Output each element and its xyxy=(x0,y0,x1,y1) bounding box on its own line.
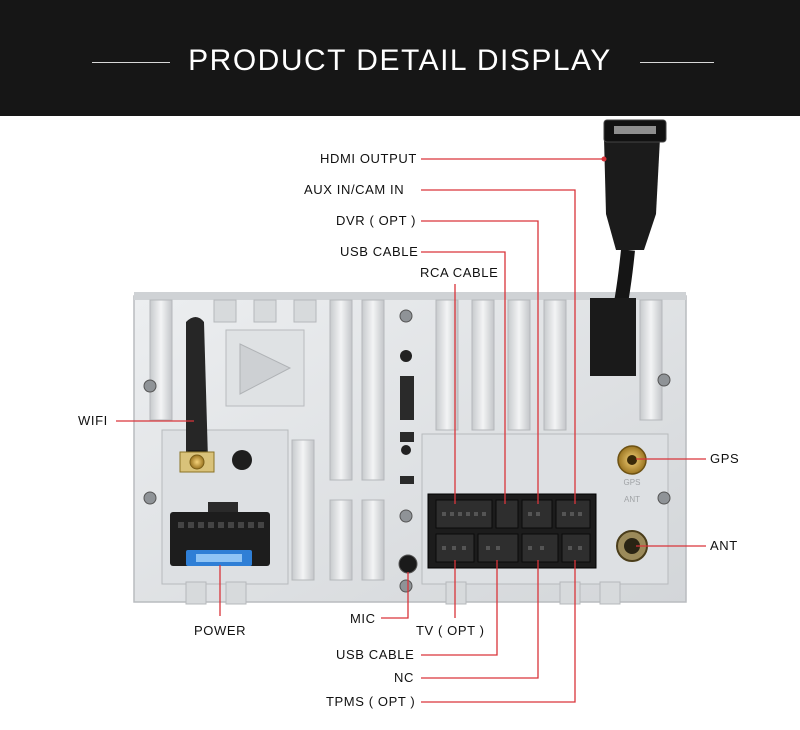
power-connector xyxy=(170,502,270,566)
label-dvr-opt: DVR ( OPT ) xyxy=(336,213,417,228)
label-gps: GPS xyxy=(710,451,740,466)
gps-port-marking: GPS xyxy=(624,478,641,487)
mounting-screws xyxy=(143,309,671,593)
ant-port-marking: ANT xyxy=(624,495,640,504)
leader-lines xyxy=(116,156,706,703)
label-usb-cable-top: USB CABLE xyxy=(340,244,419,259)
label-hdmi-output: HDMI OUTPUT xyxy=(320,151,417,166)
label-tpms-opt: TPMS ( OPT ) xyxy=(326,694,416,709)
leader-usb-bottom xyxy=(421,560,498,656)
leader-usb-top xyxy=(421,251,506,504)
label-mic: MIC xyxy=(350,611,376,626)
gps-port xyxy=(617,445,647,475)
round-port-icon xyxy=(232,450,252,470)
page-title: PRODUCT DETAIL DISPLAY xyxy=(188,44,612,77)
label-nc: NC xyxy=(394,670,414,685)
head-unit-diagram: GPS ANT xyxy=(116,119,706,703)
hdmi-cable xyxy=(590,119,667,376)
wifi-antenna xyxy=(179,317,215,473)
label-rca-cable: RCA CABLE xyxy=(420,265,499,280)
leader-aux-in xyxy=(421,189,576,504)
leader-tpms xyxy=(421,560,576,703)
leader-dvr xyxy=(421,220,539,504)
header-banner: PRODUCT DETAIL DISPLAY xyxy=(0,0,800,116)
banner-divider-right xyxy=(640,62,714,63)
label-wifi: WIFI xyxy=(78,413,108,428)
mic-jack xyxy=(398,554,418,574)
ant-port xyxy=(616,530,648,562)
label-aux-in-cam-in: AUX IN/CAM IN xyxy=(304,182,405,197)
connector-block xyxy=(427,493,597,569)
label-usb-cable-bottom: USB CABLE xyxy=(336,647,415,662)
leader-mic xyxy=(381,572,409,619)
label-ant: ANT xyxy=(710,538,738,553)
banner-divider-left xyxy=(92,62,170,63)
label-power: POWER xyxy=(194,623,247,638)
leader-nc xyxy=(421,560,539,679)
label-tv-opt: TV ( OPT ) xyxy=(416,623,485,638)
